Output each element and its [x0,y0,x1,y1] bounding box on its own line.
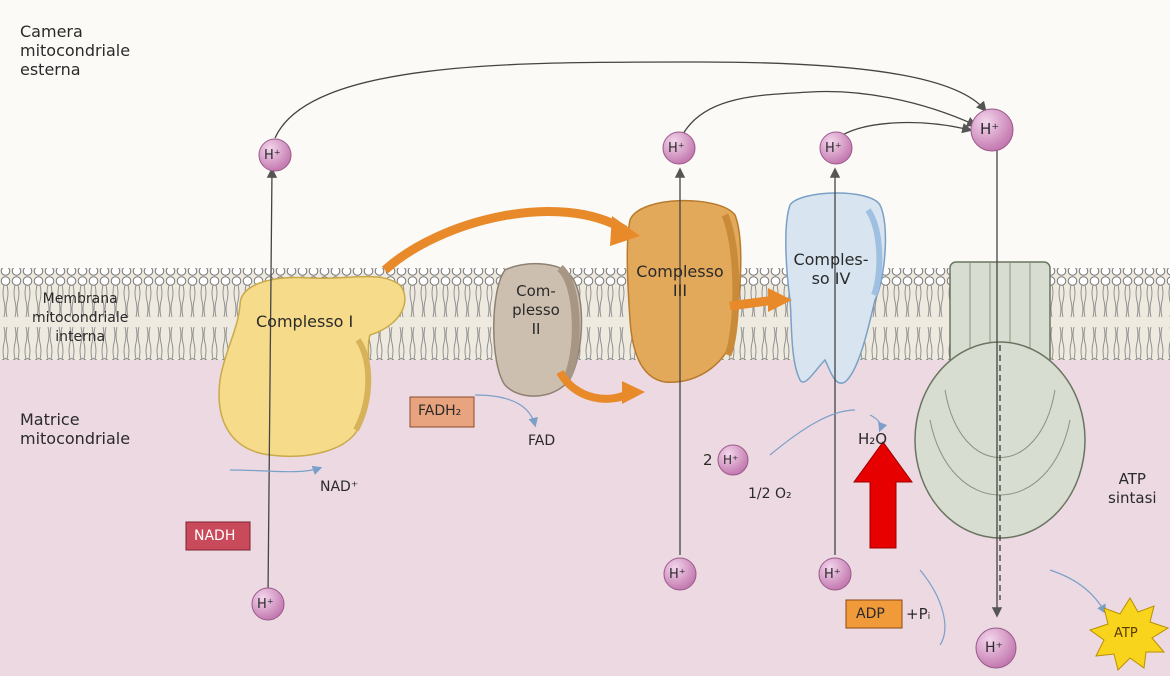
nad-label: NAD⁺ [320,478,358,497]
complex4-label: Comples- so IV [786,250,876,288]
proton-label: H⁺ [723,451,738,470]
nadh-label: NADH [194,528,235,544]
proton-label: H⁺ [264,146,281,165]
pi-label: +Pᵢ [906,605,930,624]
matrix-label: Matrice mitocondriale [20,410,130,448]
proton-label: H⁺ [257,595,274,614]
atp-synthase-label: ATP sintasi [1108,470,1157,508]
complex2-label: Com- plesso II [506,282,566,339]
proton-label: H⁺ [980,120,999,139]
proton-label: H⁺ [668,139,685,158]
proton-label: H⁺ [824,565,841,584]
proton-label: H⁺ [669,565,686,584]
outer-chamber-label: Camera mitocondriale esterna [20,22,130,79]
two-protons-coefficient: 2 [703,451,713,470]
adp-label: ADP [856,605,885,623]
fadh2-label: FADH₂ [418,402,461,420]
half-o2-label: 1/2 O₂ [748,485,792,504]
atp-label: ATP [1114,624,1138,643]
fad-label: FAD [528,432,555,451]
proton-label: H⁺ [985,639,1003,658]
complex3-label: Complesso III [632,262,728,300]
proton-label: H⁺ [825,139,842,158]
complex1-label: Complesso I [256,312,353,331]
h2o-label: H₂O [858,430,887,449]
inner-membrane-label: Membrana mitocondriale interna [32,290,128,347]
